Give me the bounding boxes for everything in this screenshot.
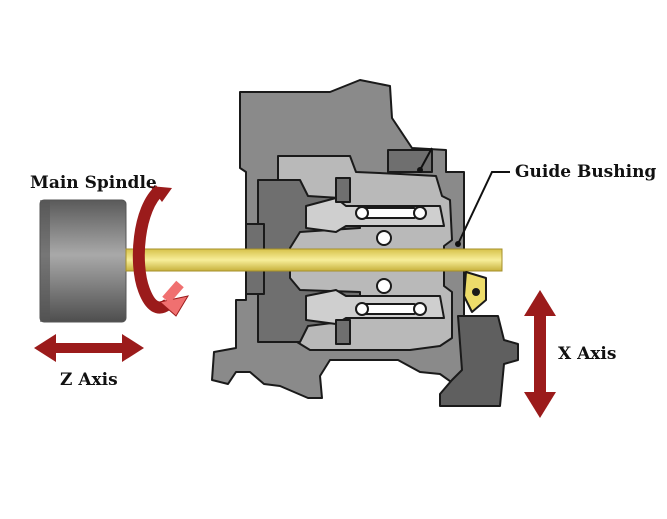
double-arrow-vertical-icon (524, 290, 556, 418)
bar-stock (125, 248, 503, 272)
guide-bushing-leader (457, 171, 510, 245)
guide-bushing-label: Guide Bushing (515, 162, 656, 182)
double-arrow-horizontal-icon (34, 334, 144, 362)
rotation-arrow-icon (132, 185, 190, 317)
z-axis-label: Z Axis (60, 370, 118, 390)
main-spindle-label: Main Spindle (30, 173, 157, 193)
tool-holder (439, 271, 519, 407)
x-axis-label: X Axis (558, 344, 616, 364)
bearing-springs (355, 206, 427, 316)
guide-bushing-housing (211, 79, 465, 399)
main-spindle (39, 199, 127, 323)
